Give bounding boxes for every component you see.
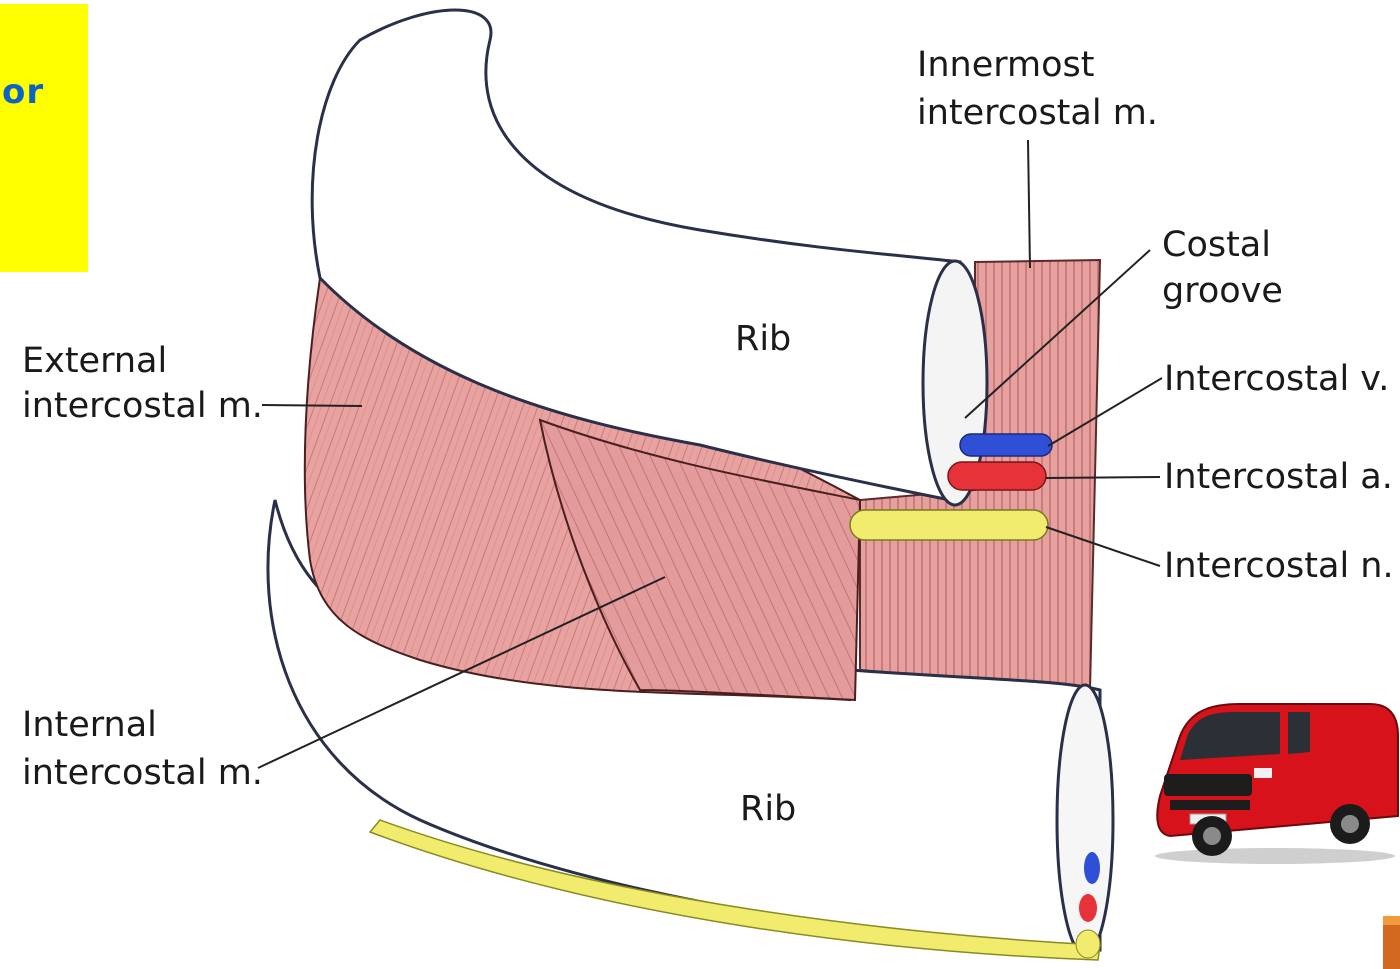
header-fragment: or bbox=[2, 72, 44, 112]
corner-tab bbox=[1383, 916, 1400, 969]
intercostal-artery-label: Intercostal a. bbox=[1164, 454, 1393, 500]
external-label-line1: External bbox=[22, 338, 167, 384]
red-van-image bbox=[1150, 696, 1400, 866]
rib-upper-label: Rib bbox=[735, 316, 791, 362]
innermost-label-line1: Innermost bbox=[917, 42, 1094, 88]
intercostal-nerve-label: Intercostal n. bbox=[1164, 543, 1394, 589]
internal-label-line2: intercostal m. bbox=[22, 750, 263, 796]
intercostal-vein bbox=[960, 434, 1052, 456]
intercostal-vein-label: Intercostal v. bbox=[1164, 356, 1389, 402]
innermost-label-line2: intercostal m. bbox=[917, 90, 1158, 136]
external-label-line2: intercostal m. bbox=[22, 383, 263, 429]
intercostal-artery bbox=[948, 462, 1046, 490]
costal-groove-label-line2: groove bbox=[1162, 268, 1283, 314]
highlight-box: or bbox=[0, 4, 88, 272]
rib-lower-label: Rib bbox=[740, 786, 796, 832]
costal-groove-label-line1: Costal bbox=[1162, 222, 1271, 268]
internal-label-line1: Internal bbox=[22, 702, 157, 748]
intercostal-nerve bbox=[850, 510, 1048, 540]
